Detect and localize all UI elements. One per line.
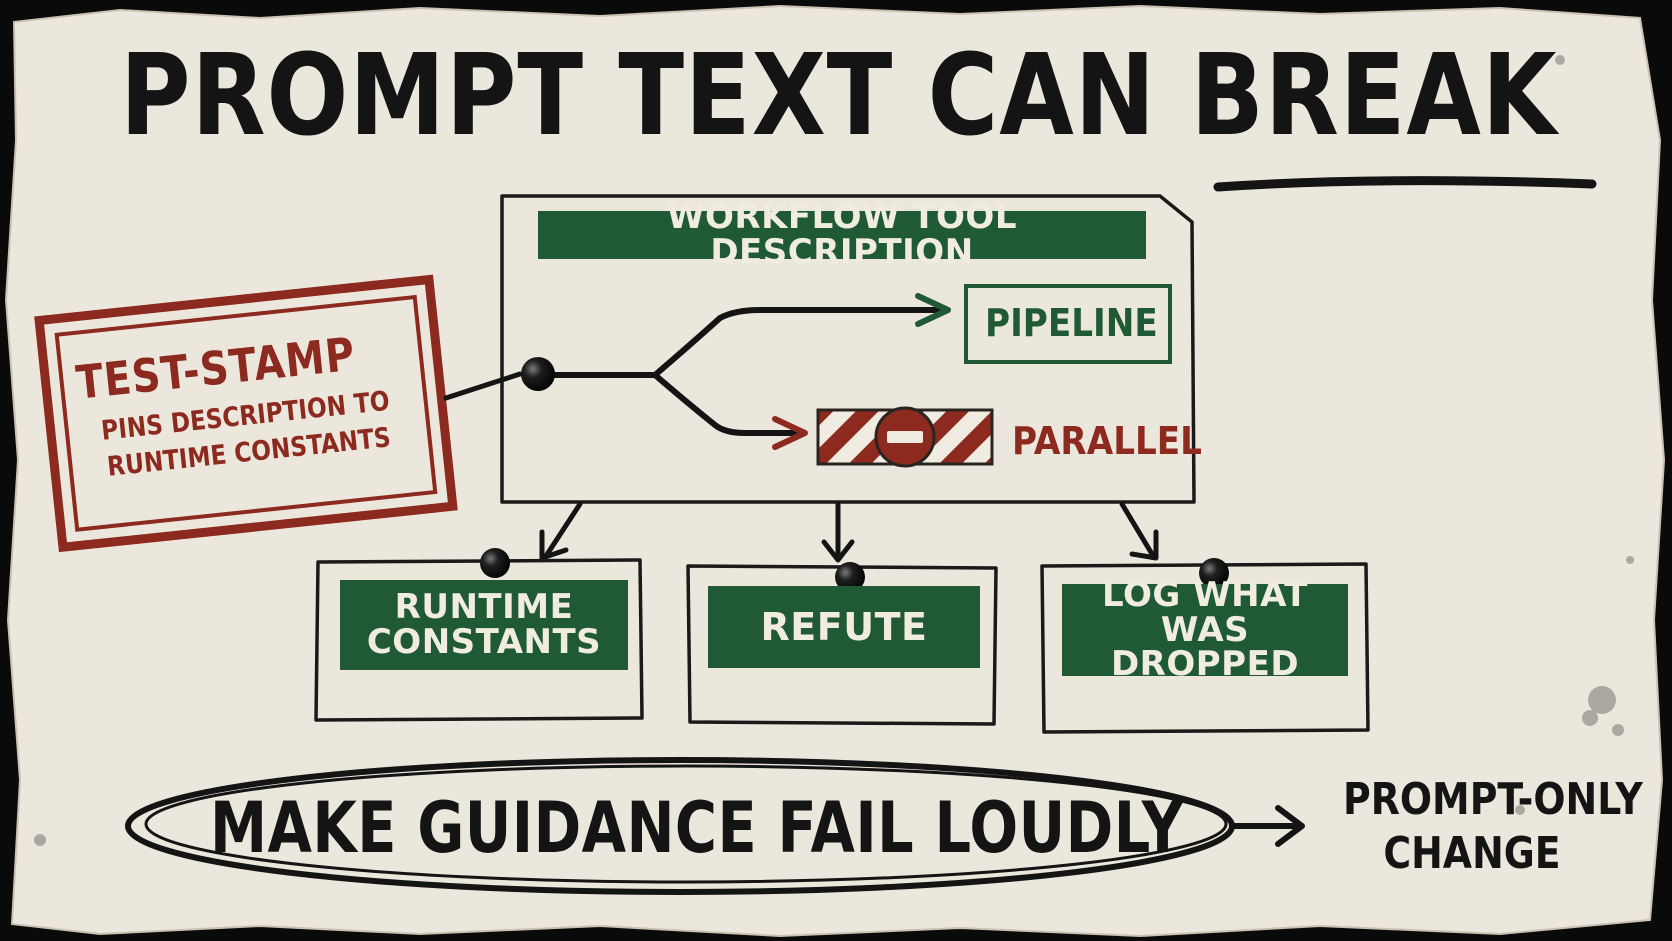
down-arrow-left-head-icon (539, 529, 569, 561)
card-2-line-1: REFUTE (760, 604, 928, 649)
side-note-line-2: CHANGE (1383, 828, 1561, 879)
down-arrow-center-head-icon (821, 539, 855, 563)
workflow-box (500, 194, 1196, 504)
branch-pipeline (652, 307, 943, 378)
card-pin-right-icon (1199, 558, 1229, 588)
down-arrow-right-head-icon (1129, 529, 1159, 561)
conclusion-ellipse-inner (144, 764, 1228, 884)
card-header-runtime-constants: RUNTIME CONSTANTS (340, 580, 628, 670)
down-arrow-left (543, 501, 583, 559)
no-entry-icon (874, 406, 936, 468)
page-title: PROMPT TEXT CAN BREAK (120, 31, 1558, 161)
parallel-arrow-icon (772, 416, 808, 450)
title-underline (1213, 176, 1597, 192)
side-note-line-1: PROMPT-ONLY (1343, 774, 1643, 825)
paper-stains (34, 55, 1634, 846)
card-1-line-1: RUNTIME (394, 587, 574, 628)
parallel-label: PARALLEL (1012, 419, 1202, 463)
card-header-log-dropped: LOG WHAT WAS DROPPED (1062, 578, 1348, 682)
branch-parallel (652, 372, 798, 436)
card-1-line-2: CONSTANTS (366, 622, 602, 662)
card-pin-center-icon (835, 562, 865, 592)
side-arrow-head-icon (1275, 805, 1305, 847)
card-header-refute: REFUTE (708, 586, 980, 668)
pipeline-arrow-icon (915, 293, 951, 327)
pushpin-icon (521, 357, 555, 391)
pipeline-box (964, 284, 1172, 364)
card-3-line-2: WAS DROPPED (1110, 609, 1300, 685)
card-3-line-1: LOG WHAT (1102, 575, 1308, 615)
down-arrow-right (1119, 501, 1155, 557)
test-stamp (34, 274, 458, 553)
workflow-header: WORKFLOW TOOL DESCRIPTION (538, 200, 1146, 269)
conclusion-text: MAKE GUIDANCE FAIL LOUDLY (210, 787, 1184, 869)
pipeline-label: PIPELINE (985, 301, 1158, 345)
card-pin-left-icon (480, 548, 510, 578)
stamp-connector (443, 371, 523, 401)
